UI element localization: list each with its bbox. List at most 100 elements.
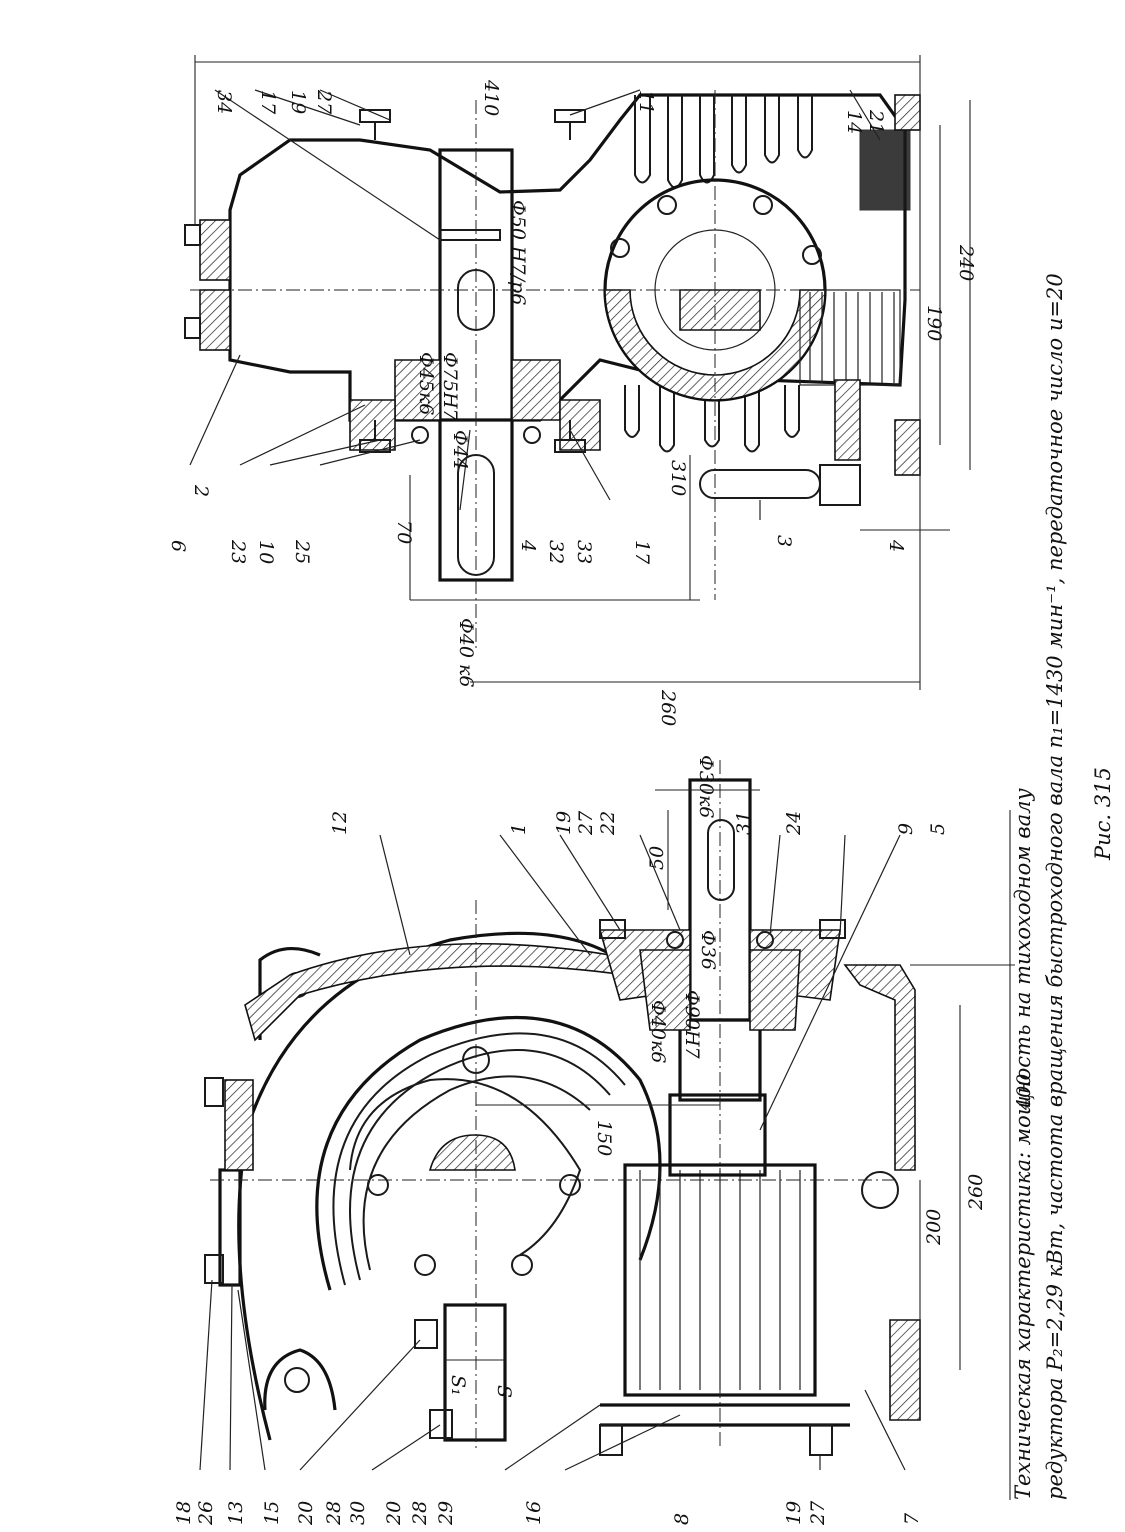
callouts-right: 34 17 19 27 11 14 21 2 6 23 10 25 4 32 3… [167, 89, 887, 565]
callout: 6 [167, 540, 189, 552]
callout: 32 [545, 540, 567, 564]
right-section-view [184, 55, 971, 690]
end-cap-left [349, 399, 396, 451]
dimensions-right [194, 55, 971, 690]
housing-arc [237, 931, 621, 1441]
callouts-left: 18 26 13 15 20 28 30 20 28 29 16 8 19 27… [173, 810, 949, 1526]
bearing-right [511, 359, 561, 421]
housing-right-wall [843, 964, 916, 1171]
dim-40k6: Ф40к6 [647, 1000, 669, 1063]
dim-75H7: Ф75Н7 [439, 352, 461, 422]
figure-caption: Рис. 315 [1091, 767, 1115, 861]
callout: 34 [213, 90, 235, 114]
callout: 23 [227, 539, 249, 564]
dimension-labels-right: 410 240 190 310 70 Ф44 Ф75Н7 Ф45к6 Ф50 Н… [393, 79, 977, 726]
dimensions-left [445, 789, 1015, 1500]
bolts-left-view [204, 919, 846, 1456]
callout: 27 [313, 89, 335, 115]
callout: 7 [901, 1512, 923, 1525]
base-flange [199, 289, 231, 351]
callout: 20 [383, 1501, 405, 1526]
dim-50: 50 [646, 846, 668, 870]
dim-4: 4 [885, 539, 907, 552]
callout: 25 [291, 539, 313, 564]
dim-410: 410 [480, 79, 502, 116]
callout: 1 [508, 823, 530, 835]
end-cap-right [559, 399, 601, 451]
dim-30k6: Ф30к6 [695, 755, 717, 818]
callout: 17 [257, 90, 279, 115]
cooling-fins-top [634, 95, 813, 189]
callout: 28 [409, 1501, 431, 1526]
dim-200: 200 [923, 1209, 945, 1246]
callout: 3 [773, 535, 795, 547]
cover-flange [199, 219, 231, 281]
callout: 15 [261, 1501, 283, 1525]
callout: 29 [435, 1501, 457, 1526]
callout: 26 [195, 1501, 217, 1526]
dim-400: 400 [1013, 1074, 1035, 1111]
callout: 14 [843, 110, 865, 134]
wheel-rim-section [604, 289, 826, 401]
oil-gauge [699, 469, 821, 499]
bolts-right-view [184, 109, 586, 453]
worm-threads [639, 1170, 801, 1390]
dim-260: 260 [965, 1174, 987, 1211]
dim-45k6: Ф45к6 [415, 352, 437, 415]
dim-50H7p6: Ф50 Н7/p6 [507, 200, 529, 305]
left-front-view [204, 760, 1015, 1500]
callout: 33 [573, 540, 595, 564]
callout: 28 [323, 1501, 345, 1526]
dim-240: 240 [955, 244, 977, 281]
dim-190: 190 [923, 305, 945, 341]
dim-150: 150 [593, 1120, 615, 1156]
callout: 13 [225, 1501, 247, 1525]
worm-shaft-body [668, 1093, 767, 1177]
callout: 30 [347, 1501, 369, 1525]
dim-s1: S₁ [447, 1375, 469, 1396]
callout: 20 [295, 1501, 317, 1526]
dim-70: 70 [393, 520, 415, 544]
keyway-input [707, 819, 735, 901]
tech-char-line1: Техническая характеристика: мощность на … [1011, 788, 1035, 1500]
output-shaft-stub [443, 1303, 507, 1442]
dim-36: Ф36 [697, 930, 719, 970]
dimension-labels-left: 150 200 260 400 50 Ф30к6 Ф36 Ф90Н7 Ф40к6… [447, 755, 1035, 1398]
callout: 18 [173, 1501, 195, 1525]
technical-characteristic: Техническая характеристика: мощность на … [1011, 273, 1067, 1500]
hub-section [428, 1134, 516, 1171]
callout: 19 [783, 1501, 805, 1525]
wheel-hub [679, 289, 761, 331]
callout: 2 [190, 484, 212, 497]
callout: 17 [631, 540, 653, 565]
callout: 16 [523, 1501, 545, 1525]
callout: 4 [517, 539, 539, 552]
cooling-fins-bottom [624, 385, 800, 453]
callout: 27 [807, 1500, 829, 1526]
callout: 9 [895, 823, 917, 835]
dim-90H7: Ф90Н7 [681, 990, 703, 1060]
callout: 10 [255, 540, 277, 564]
leader-lines-right [189, 89, 881, 520]
callout: 19 [553, 811, 575, 835]
callout: 5 [927, 823, 949, 835]
dim-310: 310 [667, 460, 689, 496]
dim-260: 260 [657, 689, 679, 726]
callout: 24 [783, 811, 805, 836]
housing-foot [889, 1319, 921, 1421]
callout: 21 [865, 109, 887, 134]
leader-lines-left [199, 834, 906, 1471]
dim-40k6: Ф40 к6 [455, 618, 477, 687]
callout: 31 [733, 811, 755, 835]
callout: 11 [635, 90, 657, 114]
callout: 19 [287, 90, 309, 114]
callout: 8 [671, 1513, 693, 1525]
dim-s: S [493, 1385, 515, 1398]
callout: 27 [575, 810, 597, 836]
callout: 22 [597, 811, 619, 836]
dim-44: Ф44 [449, 430, 471, 470]
tech-char-line2: редуктора P₂=2,29 кВт, частота вращения … [1043, 273, 1067, 1500]
callout: 12 [329, 811, 351, 835]
